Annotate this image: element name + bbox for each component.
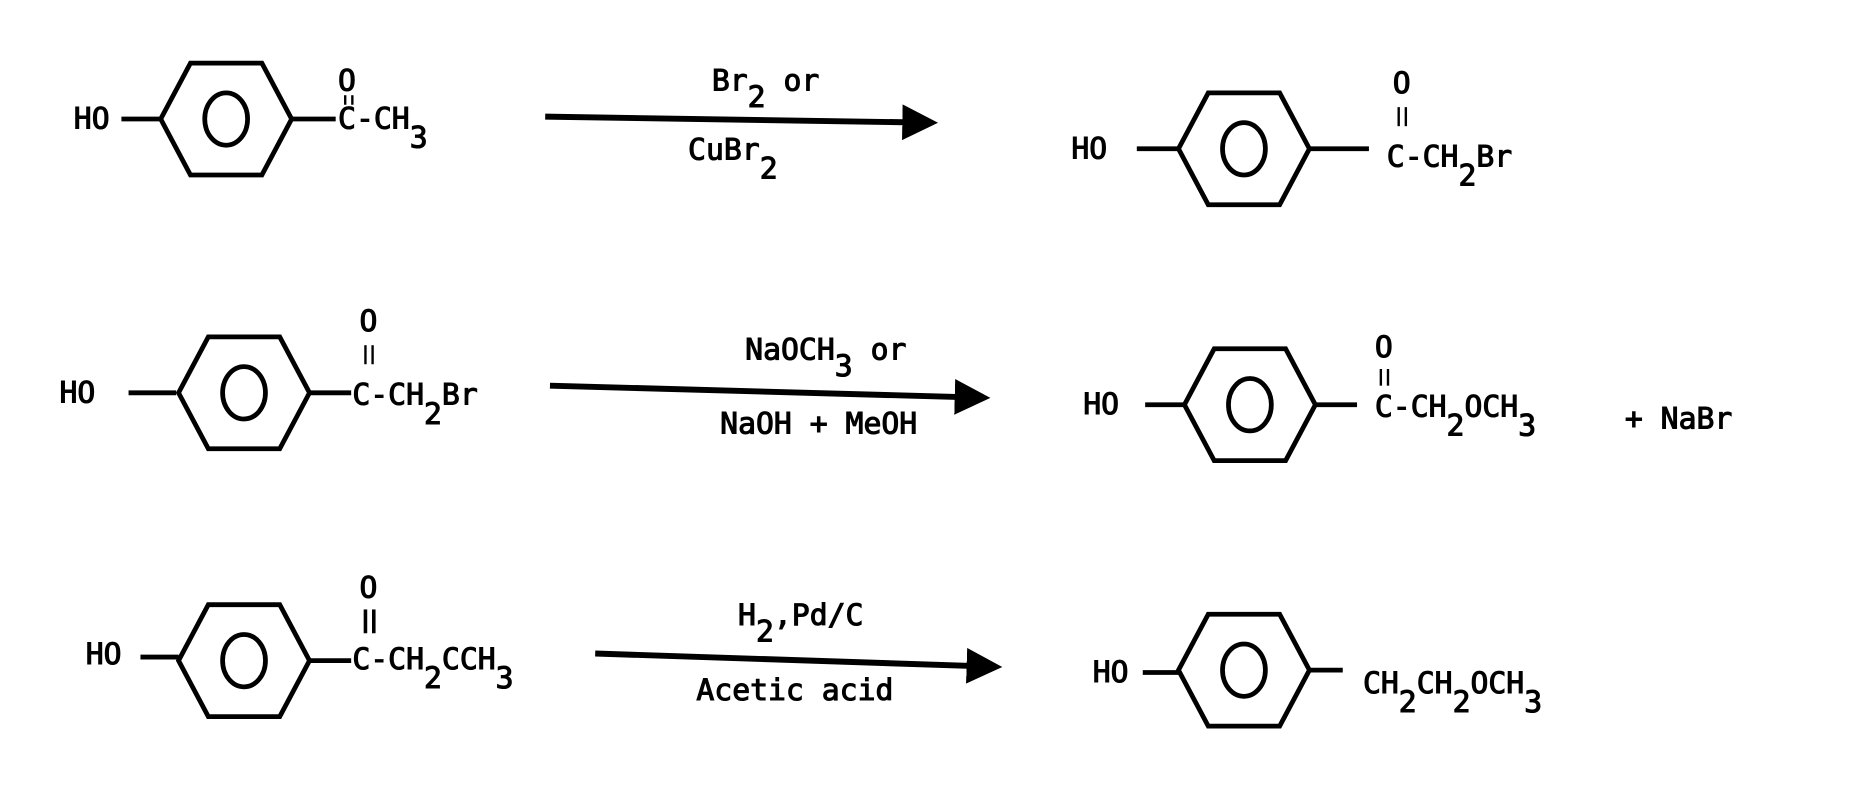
benzene-ring <box>179 605 310 717</box>
oxo-label: O <box>359 571 377 606</box>
side-chain: C-CH2OCH3 <box>1375 390 1536 444</box>
reaction-arrow <box>545 117 926 123</box>
benzene-ring <box>1184 349 1315 461</box>
oxo-label: O <box>359 304 377 339</box>
oxo-label: O <box>338 63 356 98</box>
side-chain: C-CH2CCH3 <box>352 642 513 696</box>
reagent-above: H2,Pd/C <box>738 598 863 650</box>
hydroxyl-label: HO <box>1083 387 1119 422</box>
side-chain: C-CH2Br <box>352 378 477 432</box>
hydroxyl-label: HO <box>1093 655 1129 690</box>
reactant-1: HO O C-CH3 <box>74 63 428 175</box>
reaction-arrow <box>550 386 979 398</box>
hydroxyl-label: HO <box>74 102 110 137</box>
reactant-3: HO O C-CH2CCH3 <box>86 571 514 717</box>
reagent-below: Acetic acid <box>696 673 893 708</box>
product-1: HO O C-CH2Br <box>1071 66 1512 205</box>
reagent-above: Br2 or <box>712 63 819 115</box>
product-2: HO O C-CH2OCH3 + NaBr <box>1083 330 1732 461</box>
byproduct: + NaBr <box>1625 402 1732 437</box>
hydroxyl-label: HO <box>1071 131 1107 166</box>
benzene-ring <box>161 63 292 175</box>
reagent-above: NaOCH3 or <box>745 332 906 384</box>
oxo-label: O <box>1393 66 1411 101</box>
benzene-ring <box>1178 614 1309 726</box>
benzene-ring <box>179 337 310 449</box>
side-chain: CH2CH2OCH3 <box>1363 666 1542 720</box>
side-chain: C-CH2Br <box>1387 140 1512 194</box>
benzene-ring <box>1178 93 1309 205</box>
reagent-below: NaOH + MeOH <box>720 406 917 441</box>
reaction-arrow <box>595 653 990 666</box>
product-3: HO CH2CH2OCH3 <box>1093 614 1542 726</box>
hydroxyl-label: HO <box>60 375 96 410</box>
reaction-3: HO O C-CH2CCH3 H2,Pd/C Acetic acid HO CH… <box>86 571 1542 727</box>
reaction-1: HO O C-CH3 Br2 or CuBr2 HO O C-CH2Br <box>74 63 1512 205</box>
oxo-label: O <box>1375 330 1393 365</box>
hydroxyl-label: HO <box>86 637 122 672</box>
reaction-2: HO O C-CH2Br NaOCH3 or NaOH + MeOH HO O … <box>60 304 1733 461</box>
reactant-2: HO O C-CH2Br <box>60 304 478 449</box>
reagent-below: CuBr2 <box>688 133 778 187</box>
side-chain: C-CH3 <box>338 102 428 156</box>
